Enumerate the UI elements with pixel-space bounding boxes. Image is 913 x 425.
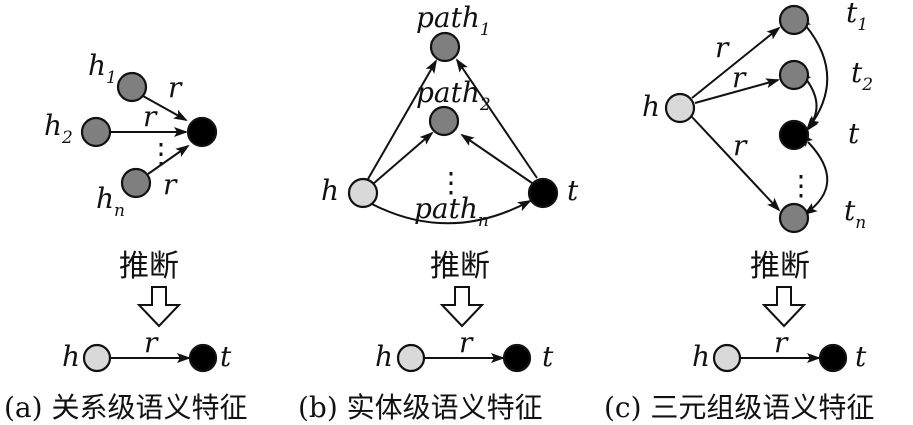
caption-c: (c) 三元组级语义特征 [604, 391, 874, 424]
panel-a-edges [111, 95, 190, 175]
label-result-t-c: t [855, 340, 867, 373]
label-result-r-c: r [774, 326, 789, 359]
label-h-b: h [321, 174, 339, 207]
node-result-h-a [82, 343, 112, 373]
label-r-c2: r [732, 61, 747, 94]
vdots-b: ⋮ [437, 166, 465, 199]
node-result-t-a [188, 343, 218, 373]
down-arrow-icon [136, 286, 182, 328]
node-tn [778, 202, 810, 234]
label-tn: tn [844, 194, 866, 233]
node-result-t-b [502, 343, 532, 373]
label-r-a2: r [143, 100, 158, 133]
panel-b: path1 path2 pathn h t ⋮ 推断 h r t (b) 实体级… [298, 1, 579, 424]
label-result-h-b: h [375, 340, 393, 373]
panel-b-edges [367, 58, 538, 225]
node-t1 [778, 4, 810, 36]
node-h1 [116, 71, 148, 103]
node-t-c [778, 119, 810, 151]
label-hn: hn [96, 182, 125, 221]
node-t-b [527, 177, 559, 209]
node-h2 [80, 116, 112, 148]
node-result-h-b [396, 343, 426, 373]
node-path1 [429, 31, 461, 63]
label-result-t-b: t [542, 340, 554, 373]
down-arrow-icon [439, 286, 485, 328]
label-result-r-a: r [144, 326, 159, 359]
label-result-h-a: h [62, 340, 80, 373]
vdots-c: ⋮ [787, 169, 815, 202]
label-r-a3: r [163, 168, 178, 201]
panel-c-edges [691, 16, 829, 216]
node-result-t-c [818, 343, 848, 373]
node-hn [120, 167, 152, 199]
label-t1: t1 [846, 0, 868, 35]
infer-label-c: 推断 [750, 249, 810, 284]
infer-label-b: 推断 [430, 249, 490, 284]
panel-c: t1 t2 t tn h r r r ⋮ 推断 h r t (c) 三元组级语义… [604, 0, 874, 424]
label-path2: path2 [416, 76, 491, 115]
label-result-h-c: h [692, 340, 710, 373]
node-result-h-c [712, 343, 742, 373]
node-h-c [664, 92, 696, 124]
node-path2 [428, 105, 460, 137]
node-target-a [186, 116, 218, 148]
panel-a: h1 h2 hn r r r ⋮ 推断 h r t (a) 关系级语义特征 [4, 49, 247, 424]
infer-label-a: 推断 [119, 249, 179, 284]
label-t-b: t [567, 174, 579, 207]
node-h-b [347, 177, 379, 209]
label-result-r-b: r [459, 326, 474, 359]
label-result-t-a: t [220, 340, 232, 373]
label-h2: h2 [44, 109, 73, 148]
label-path1: path1 [416, 1, 491, 40]
label-r-a1: r [168, 71, 183, 104]
caption-b: (b) 实体级语义特征 [298, 391, 543, 424]
label-t2: t2 [851, 56, 873, 95]
vdots-a: ⋮ [147, 137, 175, 170]
label-r-c1: r [715, 31, 730, 64]
label-h-c: h [642, 90, 660, 123]
caption-a: (a) 关系级语义特征 [4, 391, 247, 424]
label-t-c: t [848, 117, 860, 150]
label-r-c3: r [733, 129, 748, 162]
down-arrow-icon [761, 286, 807, 328]
node-t2 [778, 59, 810, 91]
label-pathn: pathn [414, 192, 489, 231]
label-h1: h1 [88, 49, 117, 88]
